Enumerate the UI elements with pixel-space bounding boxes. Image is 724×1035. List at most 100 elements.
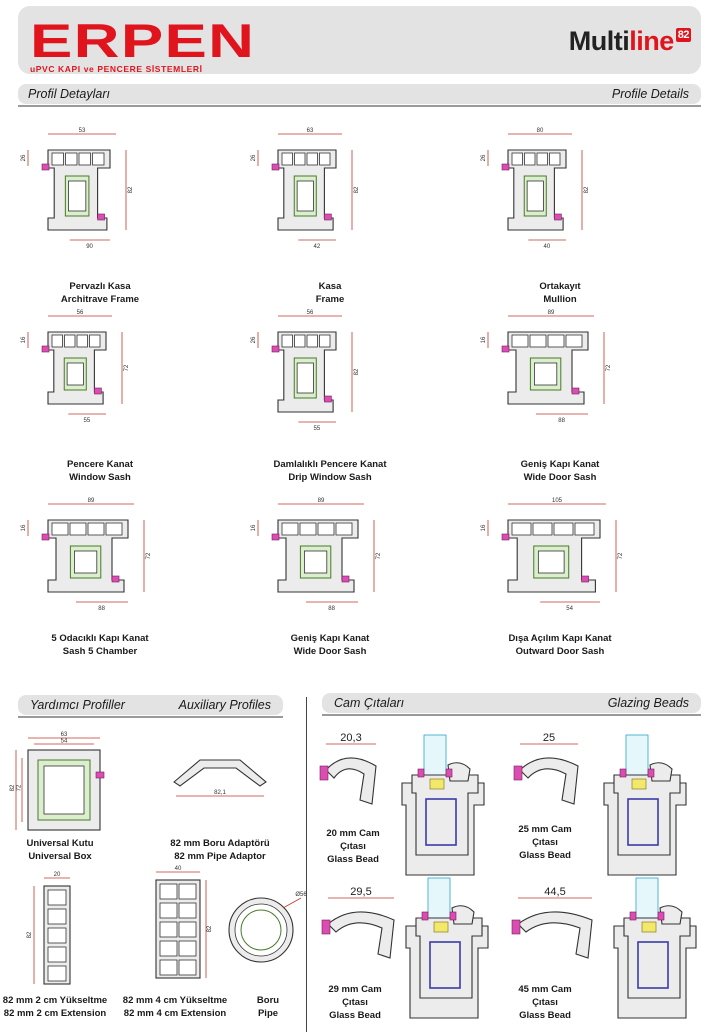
bead-assembly-svg [613,877,697,1019]
bead-size-label: 44,5 [544,886,565,898]
chamber [529,334,547,348]
dim-bottom-label: 40 [544,244,551,250]
chamber [159,921,178,938]
aux-title-en: Auxiliary Profiles [178,698,271,712]
chamber [178,902,197,919]
chamber [159,902,178,919]
dim-w1-label: 63 [61,732,68,738]
dim-top-label: 105 [552,498,563,504]
dim-top-label: 89 [88,498,95,504]
pipe-svg: Ø56 [228,892,307,963]
gasket [95,771,105,779]
dim-top-label: 56 [77,310,84,316]
glass-bead-svg: 20,3 [319,732,377,805]
gasket [619,768,627,778]
gasket [554,213,562,221]
bead-outline [327,911,395,959]
gasket [657,911,665,921]
chamber [317,522,335,536]
dim-left-label: 26 [251,154,257,161]
bead-name-en: Glass Bead [519,850,571,861]
dim-top-label: 53 [79,128,86,134]
gasket [324,213,332,221]
glass-bead-svg: 25 [513,732,579,805]
bead-name-tr: 25 mm Cam [518,824,572,835]
brand-part2: line [629,26,674,56]
gasket [41,345,50,353]
spacer [429,778,445,790]
aux-name-tr: 82 mm 2 cm Yükseltme [2,995,108,1006]
brand-part1: Multi [568,26,630,56]
chamber [281,334,293,348]
insert-core [534,362,558,386]
gasket [421,911,429,921]
bead-name-tr: 29 mm Cam [328,984,382,995]
bead-size-label: 20,3 [340,732,361,744]
steel-reinforcement [425,798,457,846]
gasket [449,911,457,921]
aux-name-en: Universal Box [28,851,92,862]
dim-top-label: 56 [307,310,314,316]
spacer [641,921,657,933]
sash-outline [411,774,479,856]
chamber [78,152,91,166]
insert-core [66,362,84,386]
profile-name-tr: 5 Odacıklı Kapı Kanat [51,633,149,644]
dim-h-label: 82 [27,931,33,938]
profile-name-en: Drip Window Sash [288,472,372,483]
bead-name-en: Glass Bead [327,854,379,865]
dim-left-label: 26 [251,336,257,343]
chamber [549,152,561,166]
chamber [524,152,536,166]
bead-assembly-svg [405,877,489,1019]
bead-outline [325,757,377,805]
aux-name-tr: Boru [256,995,280,1006]
bead-name-tr2: Çıtası [340,841,366,852]
chamber [178,959,197,976]
bead-name-en: Glass Bead [519,1010,571,1021]
bead-assembly-svg [603,734,687,876]
gasket [629,911,637,921]
spacer [631,778,647,790]
glass-pane [423,734,447,776]
chamber [178,940,197,957]
adaptor-outline [173,759,267,787]
bead-name-en: Glass Bead [329,1010,381,1021]
gasket [41,163,50,171]
chamber [511,334,529,348]
glass-bead-svg: 29,5 [321,886,395,959]
profile-name-en: Window Sash [69,472,131,483]
dim-left-label: 26 [481,154,487,161]
bead-name-tr2: Çıtası [532,997,558,1008]
dim-top-label: 89 [318,498,325,504]
insert-core [526,180,544,212]
chamber [565,334,583,348]
chamber [553,522,574,536]
chamber [306,334,318,348]
gasket [111,575,120,583]
chamber [51,522,69,536]
chamber [105,522,123,536]
dim-w2-label: 54 [61,739,68,745]
dim-bottom-label: 88 [328,606,335,612]
steel-reinforcement [627,798,659,846]
chamber [47,908,67,925]
glass-bead-svg: 44,5 [511,886,593,959]
bead-in-assembly [649,762,673,782]
gasket [341,575,350,583]
bead-section-bar: Cam Çıtaları Glazing Beads [322,693,701,713]
dim-bottom-label: 55 [314,426,321,432]
chamber [69,522,87,536]
